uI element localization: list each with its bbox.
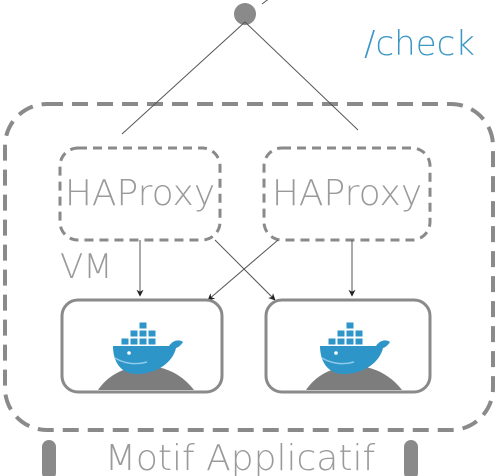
haproxy-box-right: [262, 146, 432, 242]
haproxy-label-right: HAProxy: [272, 173, 422, 214]
entry-link-right: [244, 21, 359, 131]
hill-shape: [98, 366, 194, 390]
haproxy-box-left: [58, 146, 222, 242]
arrow-left-to-right: [214, 239, 276, 301]
haproxy-label-left: HAProxy: [65, 173, 215, 214]
bottom-connector-right: [404, 440, 418, 476]
entry-tick: [261, 0, 269, 5]
hill-shape: [306, 366, 402, 390]
docker-host-left: [60, 298, 224, 394]
entry-node: [234, 3, 256, 25]
motif-applicatif-boundary: [3, 102, 495, 432]
bottom-connector-left: [42, 440, 56, 476]
entry-link-left: [121, 21, 246, 135]
container-label: Motif Applicatif: [105, 438, 376, 476]
endpoint-label: /check: [364, 24, 475, 64]
docker-host-right: [264, 298, 432, 394]
arrow-right-to-left: [207, 239, 279, 301]
vm-label: VM: [60, 247, 113, 287]
